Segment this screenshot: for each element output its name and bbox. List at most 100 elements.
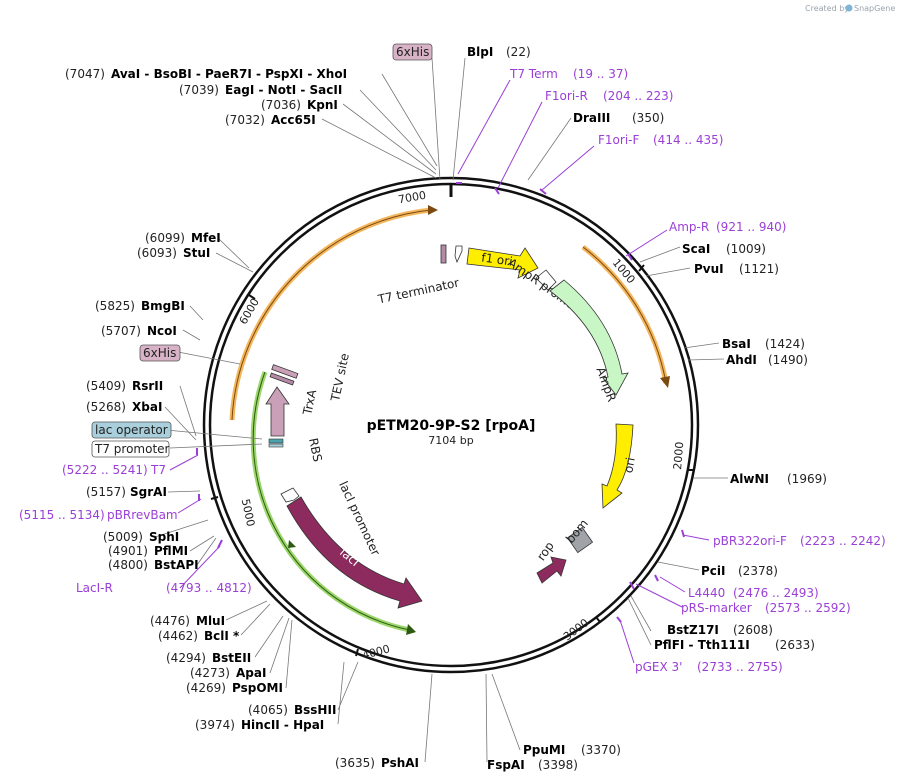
- primer-t7term-name: T7 Term: [509, 67, 558, 81]
- t7-terminator-label: T7 terminator: [376, 276, 461, 307]
- enzyme-xhoi-group-name: AvaI - BsoBI - PaeR7I - PspXI - XhoI: [111, 67, 347, 81]
- enzyme-stui-name: StuI: [183, 246, 210, 260]
- trxa-feature: [265, 386, 290, 437]
- enzyme-ncoi-pos: (5707): [101, 324, 141, 338]
- green-arc-line: [252, 371, 411, 631]
- enzyme-pspomi-name: PspOMI: [232, 681, 283, 695]
- trxa-label: TrxA: [300, 388, 319, 418]
- enzyme-alwni-pos: (1969): [787, 472, 827, 486]
- primer-lacir-name: LacI-R: [76, 581, 113, 595]
- enzyme-pflfi-pos: (2633): [775, 638, 815, 652]
- enzyme-sgrai-pos: (5157): [86, 485, 126, 499]
- enzyme-ncoi-name: NcoI: [147, 324, 177, 338]
- tev-site-label: TEV site: [328, 352, 352, 403]
- enzyme-pshai-name: PshAI: [381, 756, 419, 770]
- tick-1000: 1000: [610, 256, 638, 286]
- orange-arc-left-line: [231, 209, 432, 421]
- enzyme-alwni-name: AlwNI: [730, 472, 769, 486]
- enzyme-mfei-name: MfeI: [191, 231, 221, 245]
- enzyme-apai-name: ApaI: [236, 666, 266, 680]
- primer-t7-name: T7: [150, 463, 166, 477]
- primer-f1orir-name: F1ori-R: [545, 89, 588, 103]
- enzyme-bmgbi-name: BmgBI: [141, 299, 185, 313]
- credit-text: Created by: [805, 4, 849, 13]
- enzyme-bsteii-name: BstEII: [212, 651, 251, 665]
- enzyme-stui-pos: (6093): [137, 246, 177, 260]
- enzyme-bsshii-pos: (4065): [248, 703, 288, 717]
- enzyme-pvui-pos: (1121): [739, 262, 779, 276]
- plasmid-length: 7104 bp: [428, 434, 473, 447]
- primer-pbrrevbam-range: (5115 .. 5134): [19, 508, 105, 522]
- green-arc-mid-arrow-icon: [288, 540, 296, 548]
- enzyme-bsai-pos: (1424): [765, 337, 805, 351]
- lac-operator-feature: [268, 443, 284, 448]
- laci-feature: [286, 496, 423, 609]
- enzyme-xbai-pos: (5268): [86, 400, 126, 414]
- leader-lines: [154, 57, 728, 763]
- enzyme-blpi-name: BlpI: [467, 45, 493, 59]
- enzyme-pvui-name: PvuI: [694, 262, 724, 276]
- enzyme-pflmi-name: PflMI: [154, 544, 188, 558]
- enzyme-blpi-pos: (22): [506, 45, 531, 59]
- primer-lacir-range: (4793 .. 4812): [166, 581, 252, 595]
- primer-ampr-name: Amp-R: [669, 220, 709, 234]
- ori-label: ori: [621, 456, 637, 474]
- rbs-feature: [268, 438, 284, 444]
- primer-pbr322orif-range: (2223 .. 2242): [800, 534, 886, 548]
- rop-feature: [536, 556, 567, 584]
- enzyme-pcii-name: PciI: [701, 564, 726, 578]
- enzyme-mfei-pos: (6099): [145, 231, 185, 245]
- backbone-outer: [202, 176, 700, 674]
- lac-operator-label: lac operator: [95, 423, 168, 437]
- enzyme-bmgbi-pos: (5825): [95, 299, 135, 313]
- tick-7000: 7000: [397, 189, 427, 207]
- enzyme-bstapi-pos: (4800): [108, 558, 148, 572]
- primer-pbrrevbam-name: pBRrevBam: [107, 508, 178, 522]
- plasmid-title: pETM20-9P-S2 [rpoA]: [367, 418, 536, 434]
- tev-site-feature: [271, 364, 299, 379]
- primer-pbr322orif-name: pBR322ori-F: [713, 534, 787, 548]
- primer-l4440-name: L4440: [688, 586, 725, 600]
- t7-promoter-box: [91, 440, 170, 458]
- enzyme-bsai-name: BsaI: [722, 337, 751, 351]
- f1-ori-label: f1 ori: [480, 250, 513, 268]
- orange-arc-right-line: [582, 246, 667, 384]
- enzyme-sphi-name: SphI: [149, 530, 179, 544]
- bom-feature: [566, 526, 594, 554]
- his-tag-mid-box: [139, 344, 181, 362]
- enzyme-hincii-pos: (3974): [195, 718, 235, 732]
- enzyme-pflmi-pos: (4901): [108, 544, 148, 558]
- enzyme-draiii-pos: (350): [632, 111, 664, 125]
- primer-t7-range: (5222 .. 5241): [62, 463, 148, 477]
- enzyme-noti-group-pos: (7039): [179, 83, 219, 97]
- primer-l4440-range: (2476 .. 2493): [733, 586, 819, 600]
- f1-ori-feature: [466, 247, 539, 279]
- enzyme-bsshii-name: BssHII: [294, 703, 336, 717]
- snapgene-logo-icon: [845, 4, 853, 12]
- orange-arc-right-arrow-icon: [660, 376, 670, 388]
- enzyme-draiii-name: DraIII: [573, 111, 610, 125]
- ampr-feature: [549, 279, 629, 396]
- t7-promoter-label: T7 promoter: [94, 442, 170, 456]
- t7-terminator-feature: [440, 244, 447, 264]
- enzyme-rsrii-name: RsrII: [132, 379, 163, 393]
- enzyme-fspai-name: FspAI: [487, 758, 525, 772]
- primer-f1orif-name: F1ori-F: [598, 133, 639, 147]
- enzyme-hincii-name: HincII - HpaI: [241, 718, 324, 732]
- enzyme-ahdi-name: AhdI: [726, 353, 757, 367]
- his-tag-mid-label: 6xHis: [143, 346, 176, 360]
- enzyme-noti-group-name: EagI - NotI - SacII: [225, 83, 342, 97]
- primer-prsmarker-range: (2573 .. 2592): [765, 601, 851, 615]
- primer-t7term-range: (19 .. 37): [573, 67, 628, 81]
- enzyme-bstz17i-pos: (2608): [733, 623, 773, 637]
- enzyme-scai-name: ScaI: [682, 242, 710, 256]
- enzyme-mlui-pos: (4476): [150, 614, 190, 628]
- primer-ampr-range: (921 .. 940): [716, 220, 786, 234]
- enzyme-scai-pos: (1009): [726, 242, 766, 256]
- enzyme-xbai-name: XbaI: [132, 400, 162, 414]
- enzyme-pspomi-pos: (4269): [186, 681, 226, 695]
- laci-promoter-label: lacI promoter: [336, 479, 383, 558]
- his-tag-feature: [269, 372, 295, 386]
- ori-feature: [601, 423, 634, 509]
- small-promoter-icon: [454, 245, 463, 264]
